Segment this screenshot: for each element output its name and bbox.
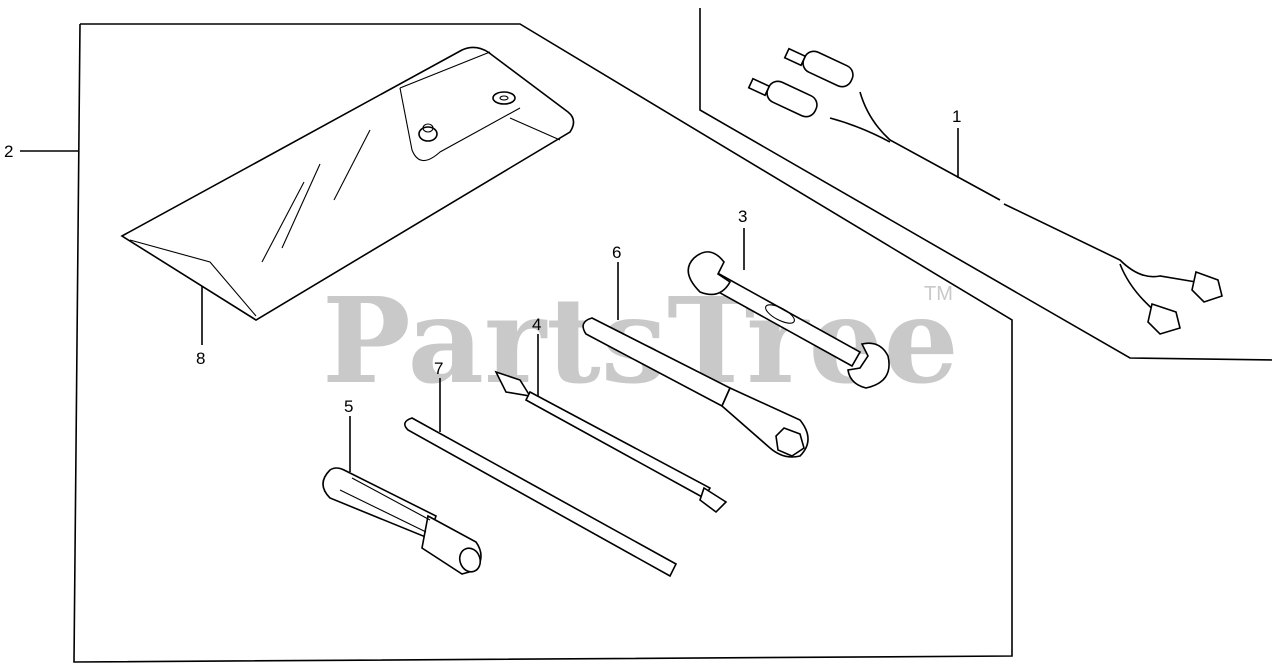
callout-3: 3 [738, 207, 747, 226]
open-end-wrench [687, 251, 890, 389]
callout-5: 5 [344, 397, 353, 416]
callout-8: 8 [196, 349, 205, 368]
callout-7: 7 [434, 359, 443, 378]
item-1-boundary [699, 8, 1273, 361]
tool-pouch [120, 46, 575, 321]
callout-4: 4 [532, 315, 541, 334]
callout-2: 2 [4, 142, 13, 161]
callout-1: 1 [952, 107, 961, 126]
callout-6: 6 [612, 243, 621, 262]
screwdriver-blade [494, 370, 728, 514]
screwdriver-handle [322, 467, 482, 575]
wire-harness [747, 47, 1223, 335]
assembly-boundary [73, 23, 1013, 663]
handle-rod [404, 417, 678, 578]
watermark-text: PartsTree [322, 271, 959, 410]
watermark-trademark: TM [924, 283, 953, 305]
socket-wrench [582, 317, 809, 458]
